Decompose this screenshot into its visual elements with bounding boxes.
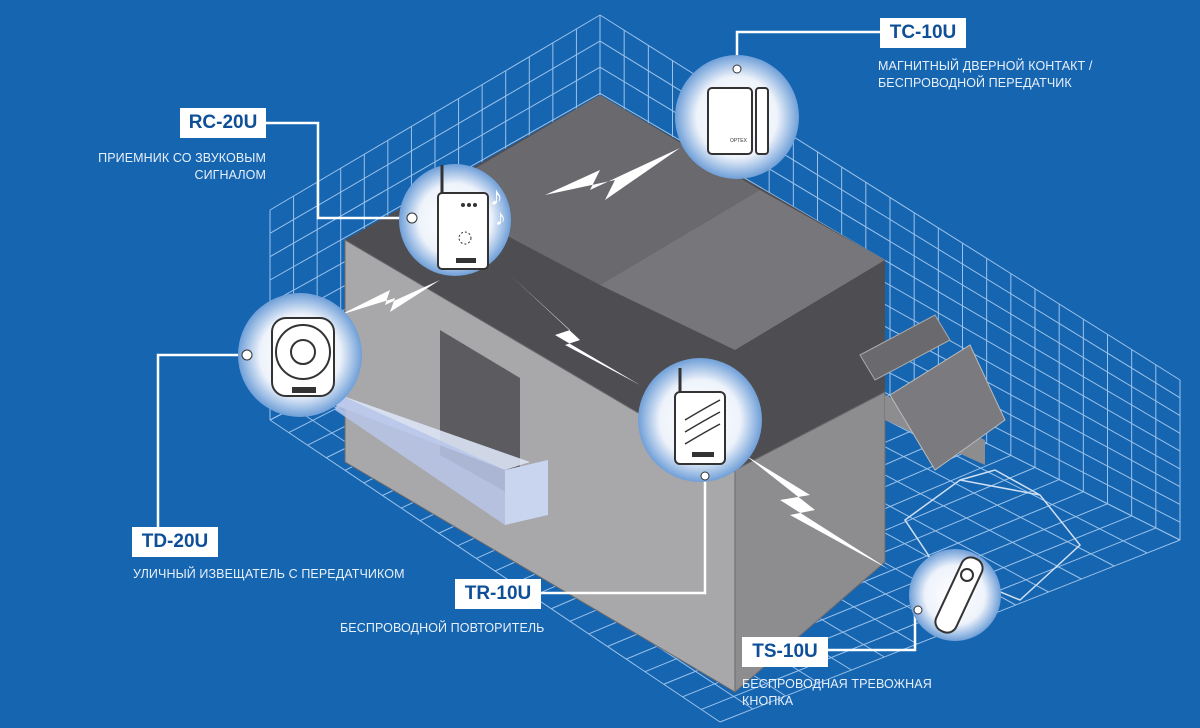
description-line: МАГНИТНЫЙ ДВЕРНОЙ КОНТАКТ / <box>878 59 1093 73</box>
model-tag-tc10u: TC-10U <box>880 18 966 48</box>
device-bubble-ts10u <box>909 549 1001 641</box>
description-line: СИГНАЛОМ <box>194 168 266 182</box>
grid-line <box>269 14 601 211</box>
description-rc20u: ПРИЕМНИК СО ЗВУКОВЫМ СИГНАЛОМ <box>60 150 266 184</box>
model-tag-rc20u: RC-20U <box>180 108 266 138</box>
device-bubble-rc20u: ♪ ♪ <box>399 164 511 276</box>
grid-line <box>269 40 601 234</box>
description-ts10u: БЕСПРОВОДНАЯ ТРЕВОЖНАЯ КНОПКА <box>742 676 932 710</box>
optex-logo: OPTEX <box>730 138 748 144</box>
music-note-icon: ♪ <box>495 205 506 230</box>
lightning-icon <box>340 148 890 570</box>
device-bubble-td20u <box>238 293 362 417</box>
model-tag-tr10u: TR-10U <box>455 579 541 609</box>
description-line: БЕСПРОВОДНОЙ ПЕРЕДАТЧИК <box>878 76 1072 90</box>
device-bubble-tr10u <box>638 358 762 482</box>
description-tr10u: БЕСПРОВОДНОЙ ПОВТОРИТЕЛЬ <box>340 620 545 637</box>
description-line: УЛИЧНЫЙ ИЗВЕЩАТЕЛЬ С ПЕРЕДАТЧИКОМ <box>133 567 405 581</box>
description-td20u: УЛИЧНЫЙ ИЗВЕЩАТЕЛЬ С ПЕРЕДАТЧИКОМ <box>133 566 405 583</box>
description-line: БЕСПРОВОДНОЙ ПОВТОРИТЕЛЬ <box>340 621 545 635</box>
description-tc10u: МАГНИТНЫЙ ДВЕРНОЙ КОНТАКТ / БЕСПРОВОДНОЙ… <box>878 58 1092 92</box>
grid-line <box>269 66 601 258</box>
model-tag-ts10u: TS-10U <box>742 637 828 667</box>
description-line: КНОПКА <box>742 694 794 708</box>
description-line: ПРИЕМНИК СО ЗВУКОВЫМ <box>98 151 266 165</box>
device-bubble-tc10u: OPTEX <box>675 55 799 179</box>
model-tag-td20u: TD-20U <box>132 527 218 557</box>
music-note-icon: ♪ <box>490 181 503 211</box>
connector-lines <box>156 30 917 652</box>
description-line: БЕСПРОВОДНАЯ ТРЕВОЖНАЯ <box>742 677 932 691</box>
